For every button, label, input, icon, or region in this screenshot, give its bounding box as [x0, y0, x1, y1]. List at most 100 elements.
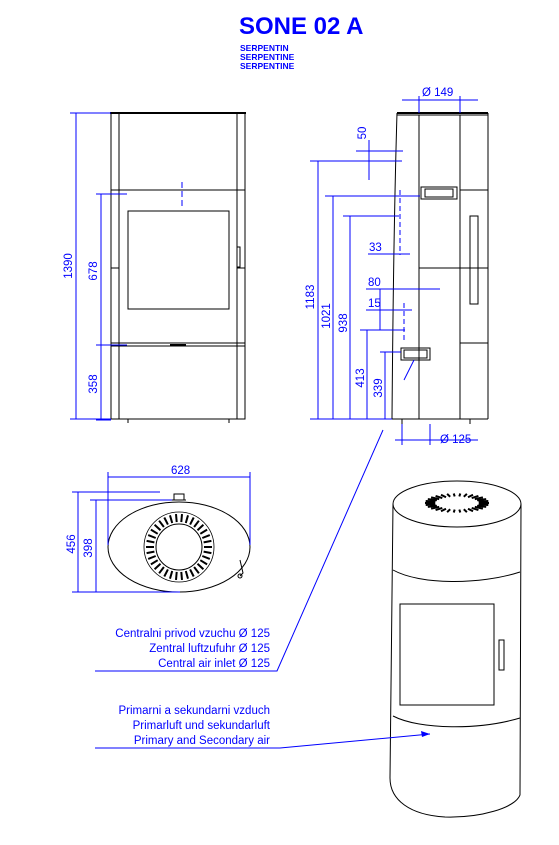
dim-678: 678 — [88, 261, 100, 280]
dim-1021: 1021 — [321, 303, 333, 329]
dim-456: 456 — [66, 534, 78, 553]
grille-slot — [476, 498, 487, 502]
dim-938: 938 — [338, 313, 350, 332]
grille-slot — [427, 498, 438, 502]
grille-slot — [193, 566, 200, 574]
grille-slot — [430, 505, 440, 510]
grille-slot — [467, 507, 474, 513]
grille-slot — [163, 517, 169, 526]
grille-slot — [169, 515, 174, 524]
front-dimension-lines — [70, 112, 127, 421]
grille-slot — [463, 508, 468, 513]
central-air-caption-1: Centralni privod vzuchu Ø 125 — [115, 628, 270, 640]
flue-collar — [155, 523, 203, 571]
annotation-leaders — [95, 429, 431, 749]
air-inlet-rear — [400, 347, 431, 361]
grille-slot — [476, 504, 487, 508]
dim-339: 339 — [373, 378, 385, 397]
grille-slot — [163, 568, 169, 577]
front-view — [110, 112, 246, 423]
grille-slot — [158, 520, 165, 528]
stove-3d-view — [389, 480, 522, 818]
grille-slot — [452, 509, 456, 513]
side-view — [391, 112, 489, 424]
dim-628: 628 — [171, 465, 190, 477]
grille-slot — [452, 493, 456, 497]
grille-slot — [147, 534, 157, 539]
variant-label-2: SERPENTINE — [240, 52, 295, 62]
grille-slot — [180, 514, 183, 523]
grille-slot — [471, 494, 479, 500]
grille-slot — [189, 517, 195, 526]
grille-slot — [463, 493, 468, 498]
dim-1390: 1390 — [63, 253, 75, 279]
front-door-glass — [127, 210, 230, 310]
primary-air-caption-3: Primary and Secondary air — [133, 735, 270, 747]
dim-358: 358 — [88, 374, 100, 393]
grille-slot — [196, 524, 205, 531]
grille-slot — [478, 500, 489, 503]
grille-slot — [425, 503, 436, 506]
side-dimension-lines — [310, 96, 478, 445]
grille-slot — [467, 493, 474, 499]
variant-label-1: SERPENTIN — [240, 43, 289, 53]
grille-slot — [175, 571, 178, 580]
grille-slot — [474, 505, 484, 510]
grille-slot — [150, 559, 159, 566]
grille-slot — [193, 520, 200, 528]
grille-slot — [199, 528, 208, 535]
grille-slot — [425, 500, 436, 503]
grille-slot — [158, 566, 165, 574]
grille-slot — [458, 493, 462, 497]
grille-slot — [458, 509, 462, 513]
grille-slot — [478, 503, 489, 506]
dim-15: 15 — [368, 298, 381, 310]
central-air-caption-3: Central air inlet Ø 125 — [158, 658, 270, 670]
grille-slot — [199, 559, 208, 566]
grille-slot — [446, 508, 451, 513]
plan-view — [107, 493, 251, 593]
grille-slot — [430, 496, 440, 501]
grille-slot — [201, 534, 211, 539]
primary-air-caption-1: Primarni a sekundarni vzduch — [118, 705, 271, 717]
grille-slot — [435, 494, 443, 500]
grille-slot — [189, 568, 195, 577]
grille-slot — [175, 514, 178, 523]
grille-slot — [196, 563, 205, 570]
dim-80: 80 — [368, 277, 381, 289]
dim-413: 413 — [355, 368, 367, 387]
grille-slot — [440, 493, 447, 499]
grille-slot — [150, 528, 159, 535]
grille-slot — [147, 555, 157, 560]
stove-top — [392, 480, 522, 528]
grille-slot — [169, 570, 174, 579]
model-title: SONE 02 A — [239, 13, 364, 40]
grille-slot — [180, 571, 183, 580]
grille-slot — [146, 550, 155, 555]
front-body-outline — [110, 112, 246, 420]
grille-slot — [440, 507, 447, 513]
grille-slot — [435, 506, 443, 512]
grille-slot — [201, 555, 211, 560]
top-grille — [425, 493, 489, 513]
dim-flue-diameter: Ø 149 — [422, 87, 453, 99]
grille-slot — [184, 570, 189, 579]
plan-dimension-lines — [72, 472, 251, 593]
plan-grille — [146, 514, 212, 580]
dim-50: 50 — [357, 127, 369, 140]
grille-slot — [153, 524, 162, 531]
dim-33: 33 — [369, 242, 382, 254]
dim-air-inlet-diameter: Ø 125 — [440, 434, 471, 446]
grille-slot — [153, 563, 162, 570]
grille-slot — [203, 539, 212, 544]
grille-slot — [471, 506, 479, 512]
dim-398: 398 — [83, 538, 95, 557]
central-air-caption-2: Zentral luftzufuhr Ø 125 — [149, 643, 270, 655]
flue-outlet-rear — [420, 186, 458, 200]
plan-outline — [107, 501, 251, 593]
grille-slot — [146, 539, 155, 544]
grille-slot — [427, 504, 438, 508]
grille-slot — [474, 496, 484, 501]
stove-door-glass — [399, 603, 495, 706]
